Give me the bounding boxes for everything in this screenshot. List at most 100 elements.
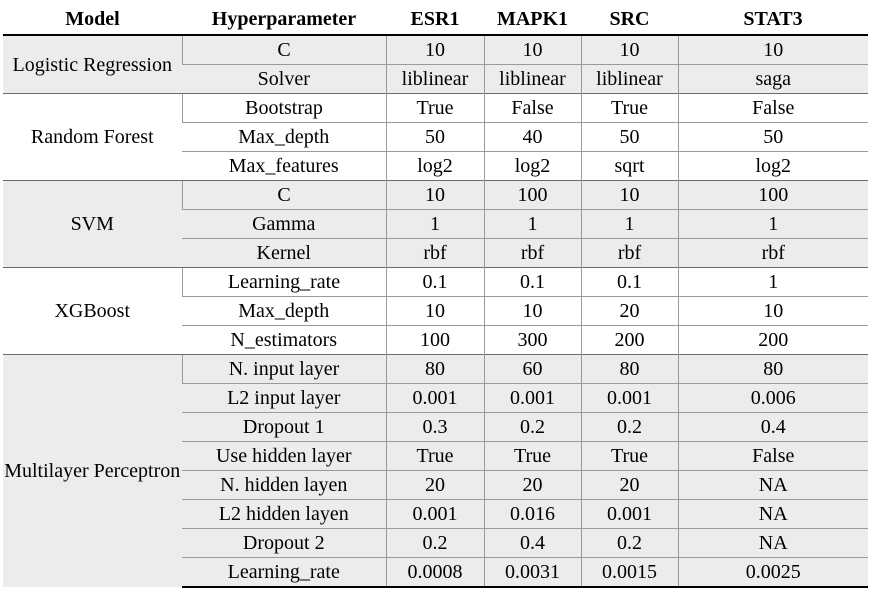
hyperparameter-cell: L2 input layer [182,383,386,413]
model-name-cell: SVM [3,180,182,268]
esr1-cell: True [385,93,484,123]
stat3-cell: 1 [677,267,868,297]
hyperparameter-cell: Solver [182,64,386,94]
hyperparameter-cell: Learning_rate [182,557,386,588]
esr1-cell: liblinear [385,64,484,94]
src-cell: 20 [580,470,678,500]
src-cell: sqrt [580,151,678,181]
mapk1-cell: 0.1 [483,267,581,297]
hyperparameter-cell: L2 hidden layen [182,499,386,529]
model-name-cell: Multilayer Perceptron [3,354,182,587]
hyperparameter-cell: Dropout 2 [182,528,386,558]
model-name-cell: Random Forest [3,93,182,181]
src-cell: 20 [580,296,678,326]
hyperparameter-cell: Max_features [182,151,386,181]
hyperparameter-cell: Gamma [182,209,386,239]
src-cell: 50 [580,122,678,152]
src-cell: 0.001 [580,383,678,413]
mapk1-cell: 10 [483,296,581,326]
esr1-cell: 0.001 [385,499,484,529]
esr1-cell: 0.001 [385,383,484,413]
model-name-cell: XGBoost [3,267,182,355]
hyperparameter-cell: N. input layer [181,354,386,384]
header-row: Model Hyperparameter ESR1 MAPK1 SRC STAT… [3,4,868,36]
esr1-cell: True [385,441,484,471]
src-cell: 1 [580,209,678,239]
stat3-cell: NA [677,528,868,558]
mapk1-cell: False [483,93,581,123]
esr1-cell: 0.3 [385,412,484,442]
stat3-cell: 100 [677,180,868,210]
src-cell: rbf [580,238,678,268]
stat3-cell: 200 [677,325,868,355]
hyperparameter-cell: C [181,34,386,65]
esr1-cell: 10 [385,34,484,65]
esr1-cell: log2 [385,151,484,181]
esr1-cell: 80 [385,354,484,384]
src-cell: 0.001 [580,499,678,529]
stat3-cell: 50 [677,122,868,152]
mapk1-cell: 10 [483,34,581,65]
src-cell: 200 [580,325,678,355]
src-cell: 0.1 [580,267,678,297]
hyperparameter-cell: Learning_rate [181,267,386,297]
esr1-cell: 0.0008 [385,557,484,588]
esr1-cell: 50 [385,122,484,152]
hyperparameter-cell: Max_depth [182,296,386,326]
stat3-cell: NA [677,470,868,500]
stat3-cell: 1 [677,209,868,239]
stat3-cell: 0.0025 [677,557,868,588]
header-stat3: STAT3 [678,4,868,36]
mapk1-cell: 60 [483,354,581,384]
stat3-cell: 10 [677,34,868,65]
src-cell: True [580,93,678,123]
stat3-cell: 0.4 [677,412,868,442]
esr1-cell: rbf [385,238,484,268]
stat3-cell: 0.006 [677,383,868,413]
esr1-cell: 100 [385,325,484,355]
header-esr1: ESR1 [386,4,484,36]
src-cell: liblinear [580,64,678,94]
mapk1-cell: 0.0031 [483,557,581,588]
stat3-cell: False [677,441,868,471]
header-src: SRC [581,4,678,36]
mapk1-cell: 20 [483,470,581,500]
mapk1-cell: True [483,441,581,471]
stat3-cell: saga [677,64,868,94]
table-header: Model Hyperparameter ESR1 MAPK1 SRC STAT… [3,4,868,36]
hyperparameter-cell: Dropout 1 [182,412,386,442]
src-cell: 0.2 [580,412,678,442]
hyperparameter-table: Model Hyperparameter ESR1 MAPK1 SRC STAT… [3,4,868,588]
src-cell: 0.2 [580,528,678,558]
mapk1-cell: 40 [483,122,581,152]
esr1-cell: 0.2 [385,528,484,558]
mapk1-cell: 0.4 [483,528,581,558]
mapk1-cell: 1 [483,209,581,239]
stat3-cell: 80 [677,354,868,384]
stat3-cell: rbf [677,238,868,268]
model-name-cell: Logistic Regression [3,34,182,94]
header-model: Model [3,4,182,36]
hyperparameter-cell: Kernel [182,238,386,268]
mapk1-cell: 0.001 [483,383,581,413]
hyperparameter-cell: N. hidden layen [182,470,386,500]
src-cell: 0.0015 [580,557,678,588]
mapk1-cell: liblinear [483,64,581,94]
stat3-cell: False [677,93,868,123]
stat3-cell: NA [677,499,868,529]
